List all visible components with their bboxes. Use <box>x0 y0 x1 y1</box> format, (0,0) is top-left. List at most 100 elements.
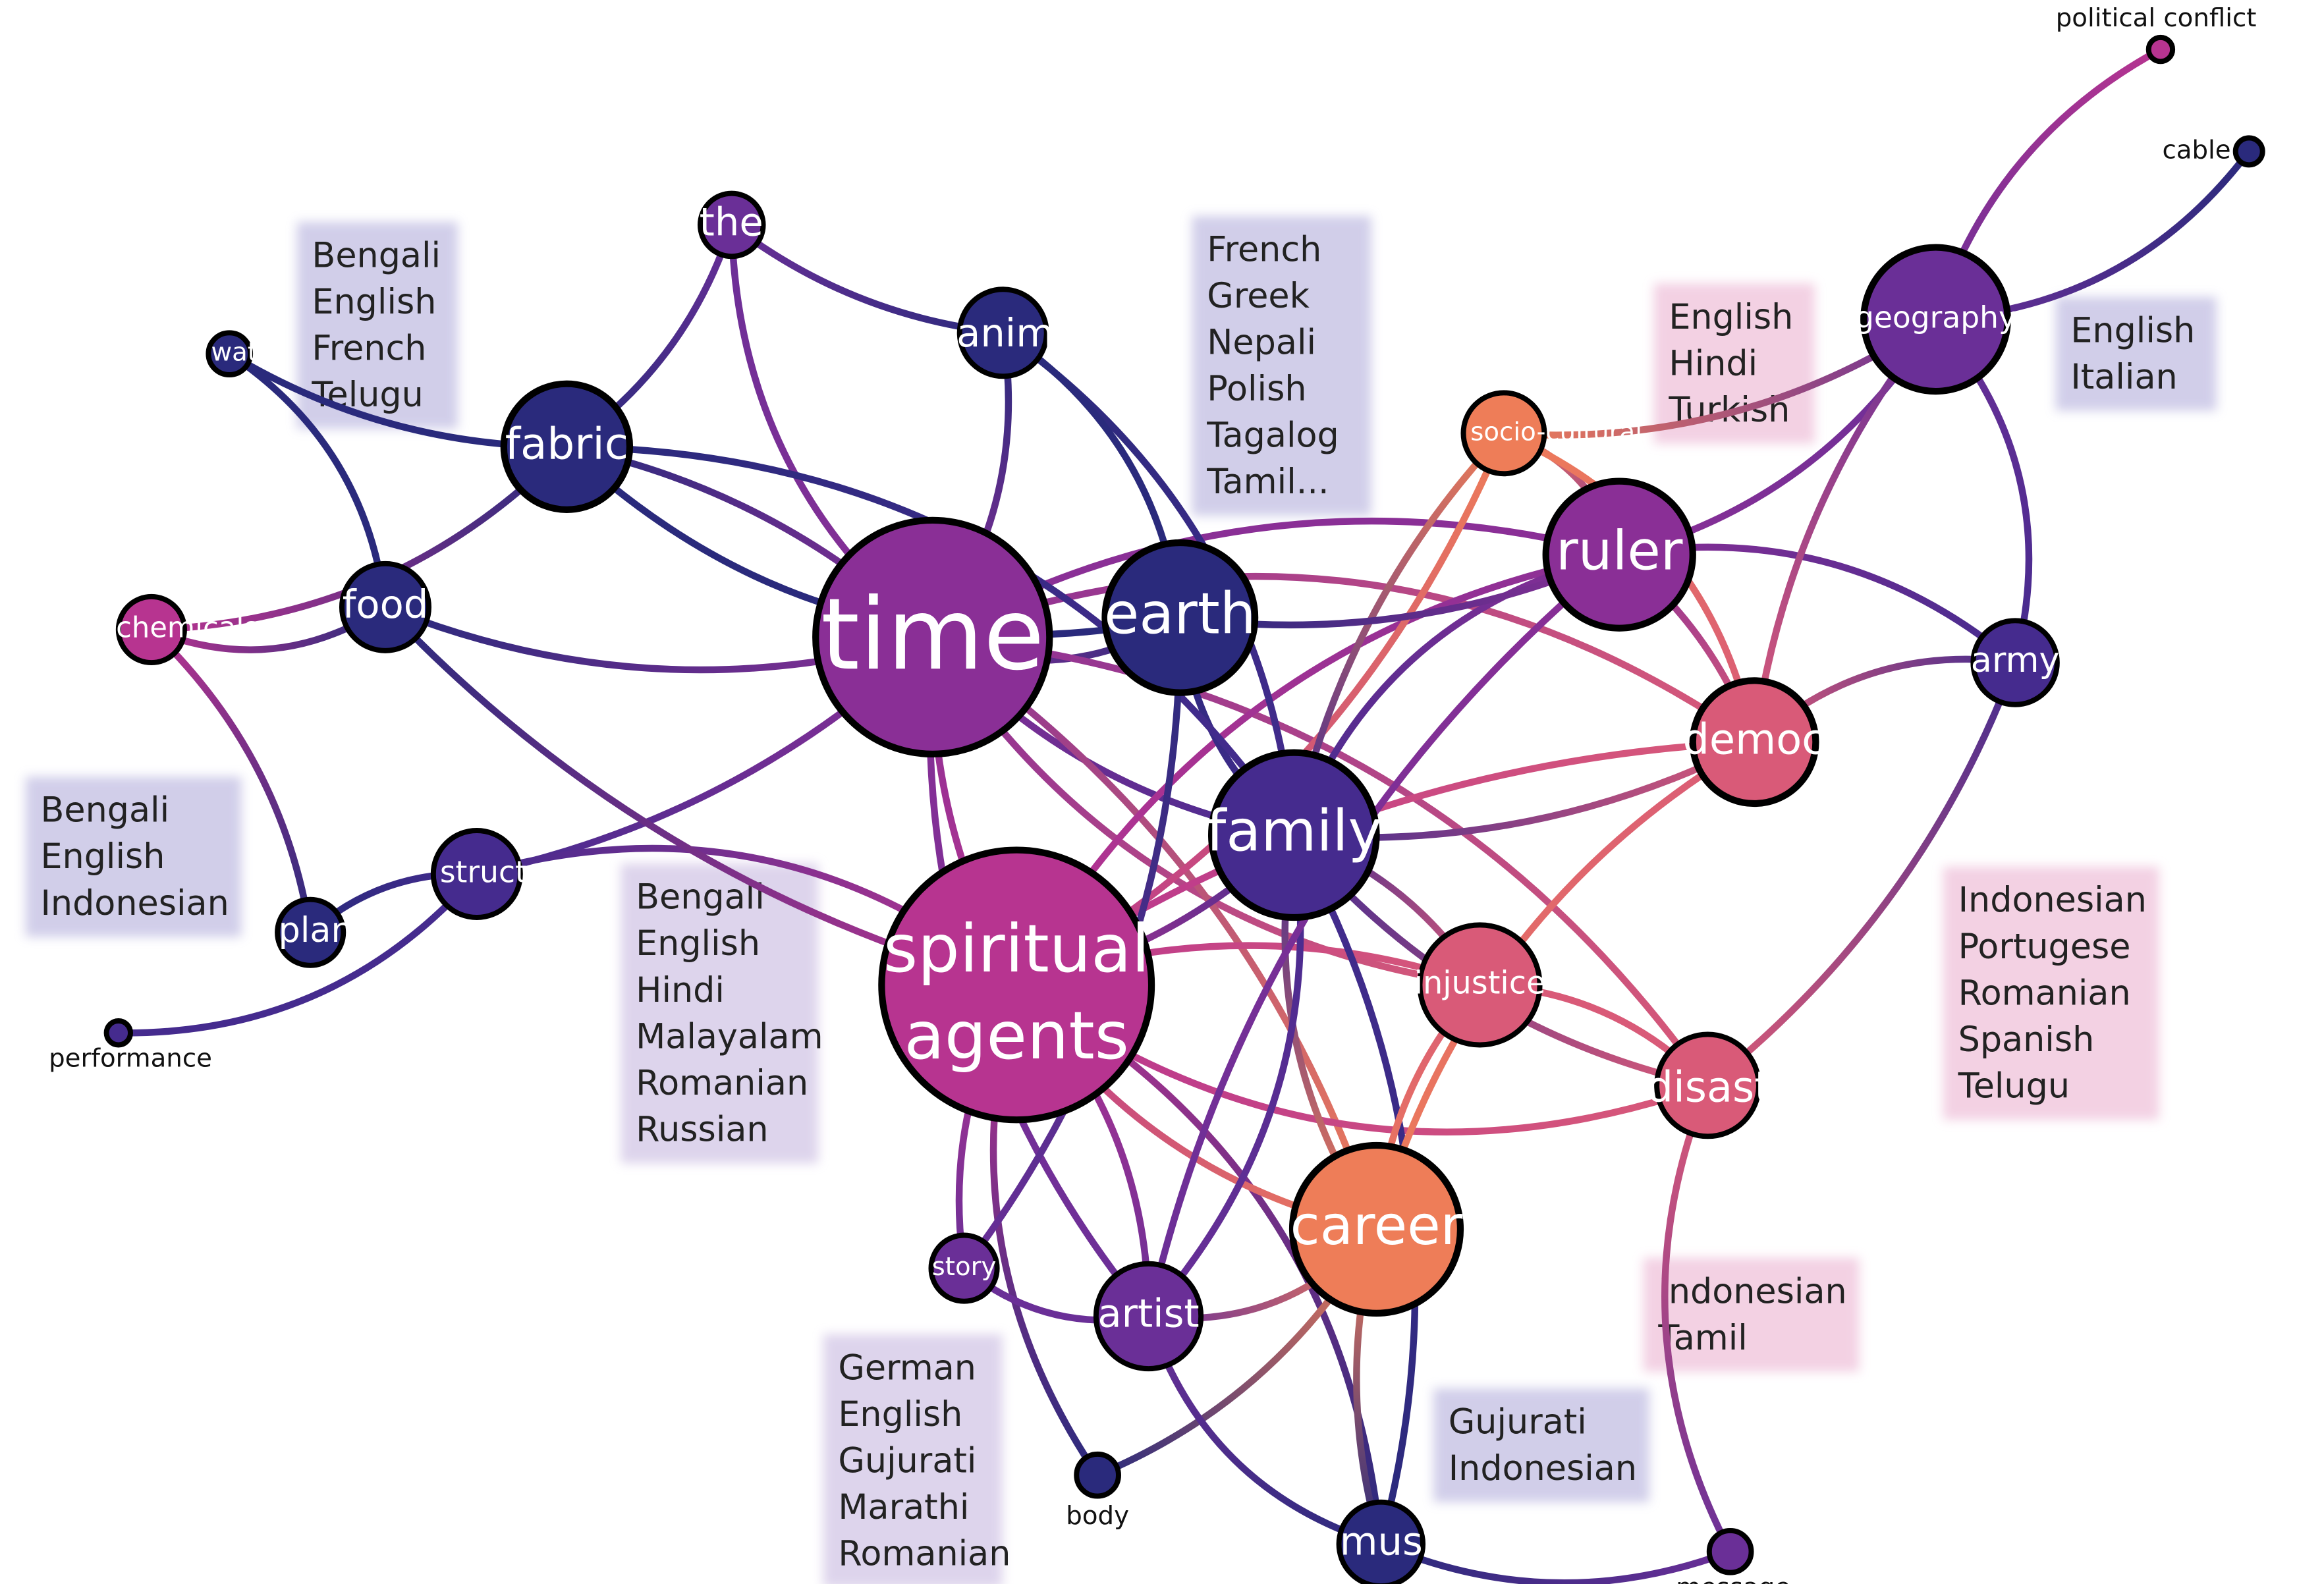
language-box-background <box>25 777 242 937</box>
node-spiritual_agents: spiritual agents <box>878 846 1155 1124</box>
node-label: army <box>1971 640 2060 680</box>
language-label: Polish <box>1207 369 1306 409</box>
node-label: time <box>821 578 1044 692</box>
node-circle <box>1093 1261 1204 1372</box>
node-chemicals: chemicals <box>115 593 259 666</box>
language-label: Portugese <box>1958 927 2131 967</box>
node-socio_cultural: socio-cultural <box>1460 390 1642 477</box>
language-label: Marathi <box>838 1487 969 1527</box>
language-label: Hindi <box>636 970 725 1010</box>
edge-disaster-message <box>1661 1081 1734 1556</box>
language-label: Indonesian <box>1958 880 2147 920</box>
node-circle <box>697 190 766 259</box>
node-performance: performance <box>49 1018 212 1074</box>
node-circle <box>1706 1527 1754 1575</box>
language-label: Hindi <box>1669 343 1757 383</box>
node-injustice: injustice <box>1414 922 1545 1048</box>
node-circle <box>1460 390 1547 477</box>
node-label: spiritual <box>883 910 1149 987</box>
language-label: English <box>1669 297 1793 337</box>
node-circle <box>928 1232 1000 1304</box>
node-food: food <box>339 560 431 653</box>
node-circle <box>956 287 1049 379</box>
node-animal: animal <box>956 287 1089 379</box>
node-label: artist <box>1097 1291 1199 1336</box>
language-box-background <box>823 1334 1003 1584</box>
language-label: Telugu <box>1958 1066 2070 1106</box>
node-circle <box>103 1018 134 1048</box>
language-box-background <box>296 221 458 429</box>
box-bengali-russian: BengaliEnglishHindiMalayalamRomanianRuss… <box>621 863 823 1164</box>
node-label: cable <box>2162 135 2230 165</box>
language-label: Russian <box>636 1109 769 1149</box>
node-circle <box>206 330 254 378</box>
node-water: water <box>206 330 284 378</box>
language-box-background <box>1943 866 2159 1120</box>
language-label: Gujurati <box>838 1441 976 1481</box>
language-box-background <box>1192 215 1371 516</box>
node-cable: cable <box>2162 135 2265 168</box>
node-ruler: ruler <box>1542 478 1696 632</box>
edge-chemicals-plants <box>148 626 314 936</box>
node-label: plants <box>279 910 385 950</box>
language-label: Nepali <box>1207 323 1316 363</box>
node-label: structures <box>440 854 592 889</box>
node-label: democracy <box>1682 715 1916 764</box>
node-career: career <box>1288 1141 1464 1317</box>
language-label: French <box>312 329 426 369</box>
node-music: music <box>1336 1499 1455 1584</box>
node-circle <box>1288 1141 1464 1317</box>
node-circle <box>2145 34 2176 65</box>
language-box-background <box>1643 1257 1860 1372</box>
language-label: Romanian <box>1958 973 2131 1013</box>
language-label: Indonesian <box>40 883 229 923</box>
language-boxes: BengaliEnglishFrenchTeluguFrenchGreekNep… <box>25 215 2217 1584</box>
language-label: Bengali <box>312 235 441 275</box>
node-circle <box>115 593 187 666</box>
node-circle <box>1689 677 1819 807</box>
node-plants: plants <box>275 896 385 968</box>
node-time: time <box>812 516 1053 758</box>
node-label: ruler <box>1556 520 1683 583</box>
node-circle <box>812 516 1053 758</box>
language-label: Telugu <box>311 375 423 415</box>
edge-music-message <box>1377 1541 1734 1584</box>
node-circle <box>878 846 1155 1124</box>
node-circle <box>275 896 346 968</box>
language-label: English <box>312 282 436 322</box>
node-label: career <box>1290 1195 1463 1257</box>
node-label: therapy <box>700 200 851 245</box>
node-earth: earth <box>1101 539 1259 696</box>
node-circle <box>1860 244 2011 395</box>
language-label: Spanish <box>1958 1020 2095 1060</box>
node-label: water <box>211 338 283 368</box>
node-label: family <box>1206 799 1382 865</box>
node-label: earth <box>1104 582 1256 647</box>
node-circle <box>1542 478 1696 632</box>
language-label: English <box>636 923 760 964</box>
language-label: Tagalog <box>1206 416 1339 456</box>
node-label: geography <box>1855 300 2016 335</box>
language-label: English <box>2070 310 2195 350</box>
node-democracy: democracy <box>1682 677 1916 807</box>
node-political_conflict: political conflict <box>2056 3 2256 65</box>
node-circle <box>1207 749 1380 921</box>
node-label: disaster <box>1647 1063 1815 1112</box>
node-label: agents <box>904 997 1129 1074</box>
node-circle <box>339 560 431 653</box>
node-label: fabric <box>505 418 628 469</box>
language-label: Indonesian <box>1449 1448 1637 1488</box>
node-fabric: fabric <box>500 380 634 514</box>
nodes: time spiritual agents family earth career rule… <box>49 3 2265 1584</box>
node-label: performance <box>49 1044 212 1074</box>
language-label: English <box>40 836 165 877</box>
language-box-background <box>2055 296 2217 411</box>
node-story: story <box>928 1232 1000 1304</box>
language-label: English <box>838 1394 962 1434</box>
node-geography: geography <box>1855 244 2016 395</box>
